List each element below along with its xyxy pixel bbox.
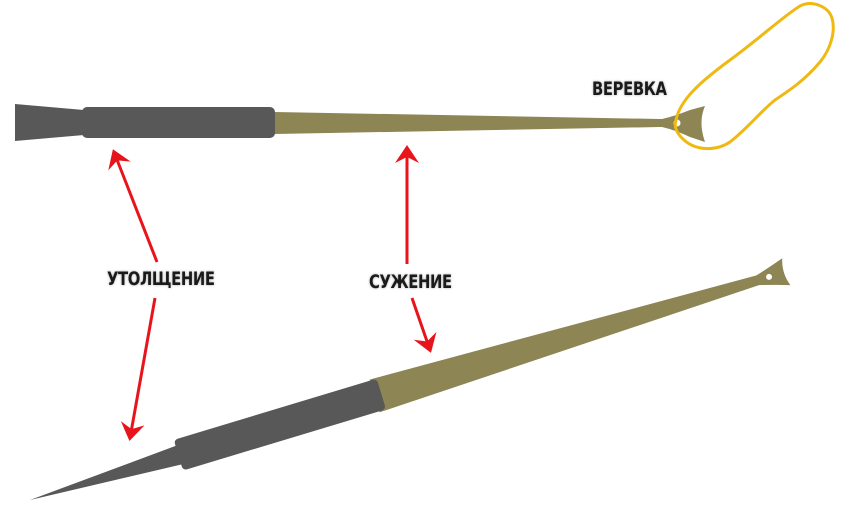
label-thickening: УТОЛЩЕНИЕ [107, 268, 215, 290]
arrow-narrowing-bottom [410, 297, 437, 353]
top-tool-butt [15, 104, 84, 141]
rope-loop [673, 2, 835, 150]
bottom-tool-tip [30, 444, 187, 500]
top-tool-shaft [270, 106, 705, 142]
top-tool-handle [82, 107, 275, 138]
arrow-thickening-top [108, 149, 159, 263]
bottom-tool [30, 258, 791, 500]
arrows [108, 145, 437, 441]
label-narrowing: СУЖЕНИЕ [369, 271, 452, 293]
bottom-tool-hole [766, 273, 773, 280]
label-rope: ВЕРЕВКА [592, 78, 667, 100]
bottom-tool-handle [174, 379, 385, 470]
top-tool [15, 104, 705, 142]
bottom-tool-shaft [369, 258, 791, 413]
arrow-thickening-bottom [120, 297, 157, 441]
